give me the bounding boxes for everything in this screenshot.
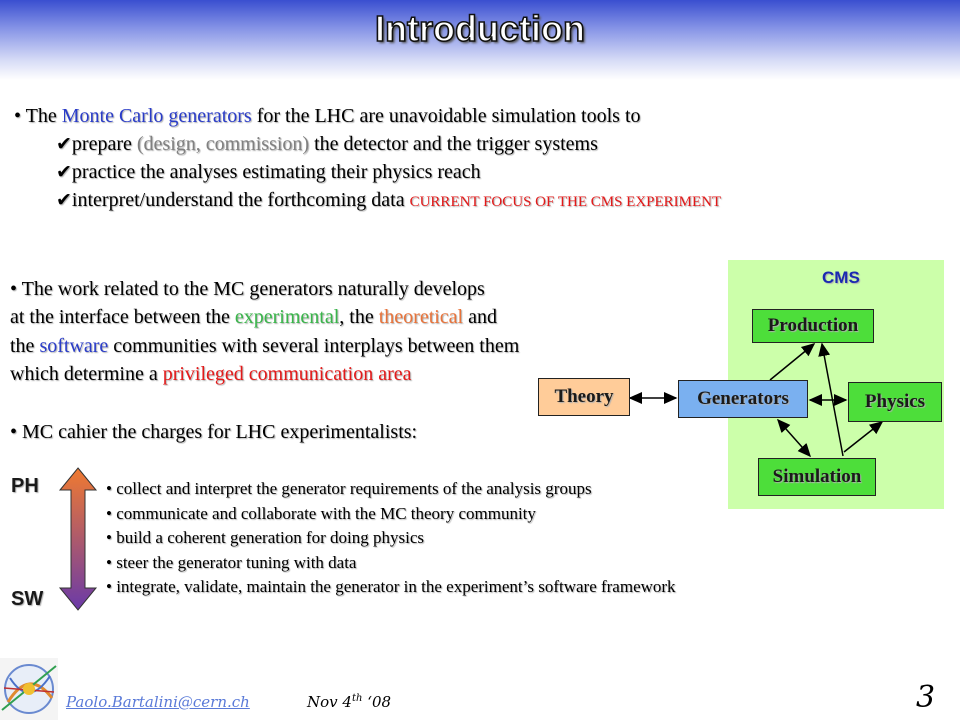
page-number: 3: [916, 680, 936, 715]
cms-logo: [0, 658, 58, 720]
work-line-2: at the interface between the experimenta…: [10, 306, 498, 328]
email-link[interactable]: Paolo.Bartalini@cern.ch: [66, 693, 250, 711]
work-line-1: • The work related to the MC generators …: [10, 278, 485, 300]
checkmark-icon: ✔: [56, 190, 72, 211]
bullet: •: [10, 421, 18, 443]
simulation-box: Simulation: [758, 458, 876, 496]
generators-box: Generators: [678, 380, 808, 418]
intro-check-1: ✔prepare (design, commission) the detect…: [56, 133, 598, 155]
production-box: Production: [752, 309, 874, 343]
checkmark-icon: ✔: [56, 162, 72, 183]
intro-check-2: ✔practice the analyses estimating their …: [56, 161, 481, 183]
cms-label: CMS: [822, 268, 860, 287]
work-line-4: which determine a privileged communicati…: [10, 363, 412, 385]
bullet: •: [10, 278, 18, 300]
page-title: Introduction: [374, 7, 586, 50]
ph-label: PH: [11, 475, 39, 497]
cahier-line: • MC cahier the charges for LHC experime…: [10, 421, 418, 443]
task-list: • collect and interpret the generator re…: [106, 477, 676, 600]
list-item: • communicate and collaborate with the M…: [106, 503, 536, 523]
physics-box: Physics: [848, 382, 942, 422]
cms-focus-note: CURRENT FOCUS OF THE CMS EXPERIMENT: [409, 194, 722, 210]
list-item: • integrate, validate, maintain the gene…: [106, 577, 676, 596]
list-item: • steer the generator tuning with data: [106, 552, 357, 572]
intro-line-1: • The Monte Carlo generators for the LHC…: [14, 105, 641, 127]
title-banner: [0, 0, 960, 80]
monte-carlo-highlight: Monte Carlo generators: [61, 105, 252, 127]
theory-box: Theory: [538, 378, 630, 416]
work-line-3: the software communities with several in…: [10, 335, 520, 357]
ph-sw-double-arrow: [58, 467, 98, 611]
sw-label: SW: [11, 588, 44, 610]
bullet: •: [14, 105, 22, 127]
list-item: • build a coherent generation for doing …: [106, 528, 425, 547]
list-item: • collect and interpret the generator re…: [106, 479, 592, 498]
intro-check-3: ✔interpret/understand the forthcoming da…: [56, 189, 722, 211]
checkmark-icon: ✔: [56, 134, 72, 155]
footer-date: Nov 4th ‘08: [307, 693, 392, 711]
